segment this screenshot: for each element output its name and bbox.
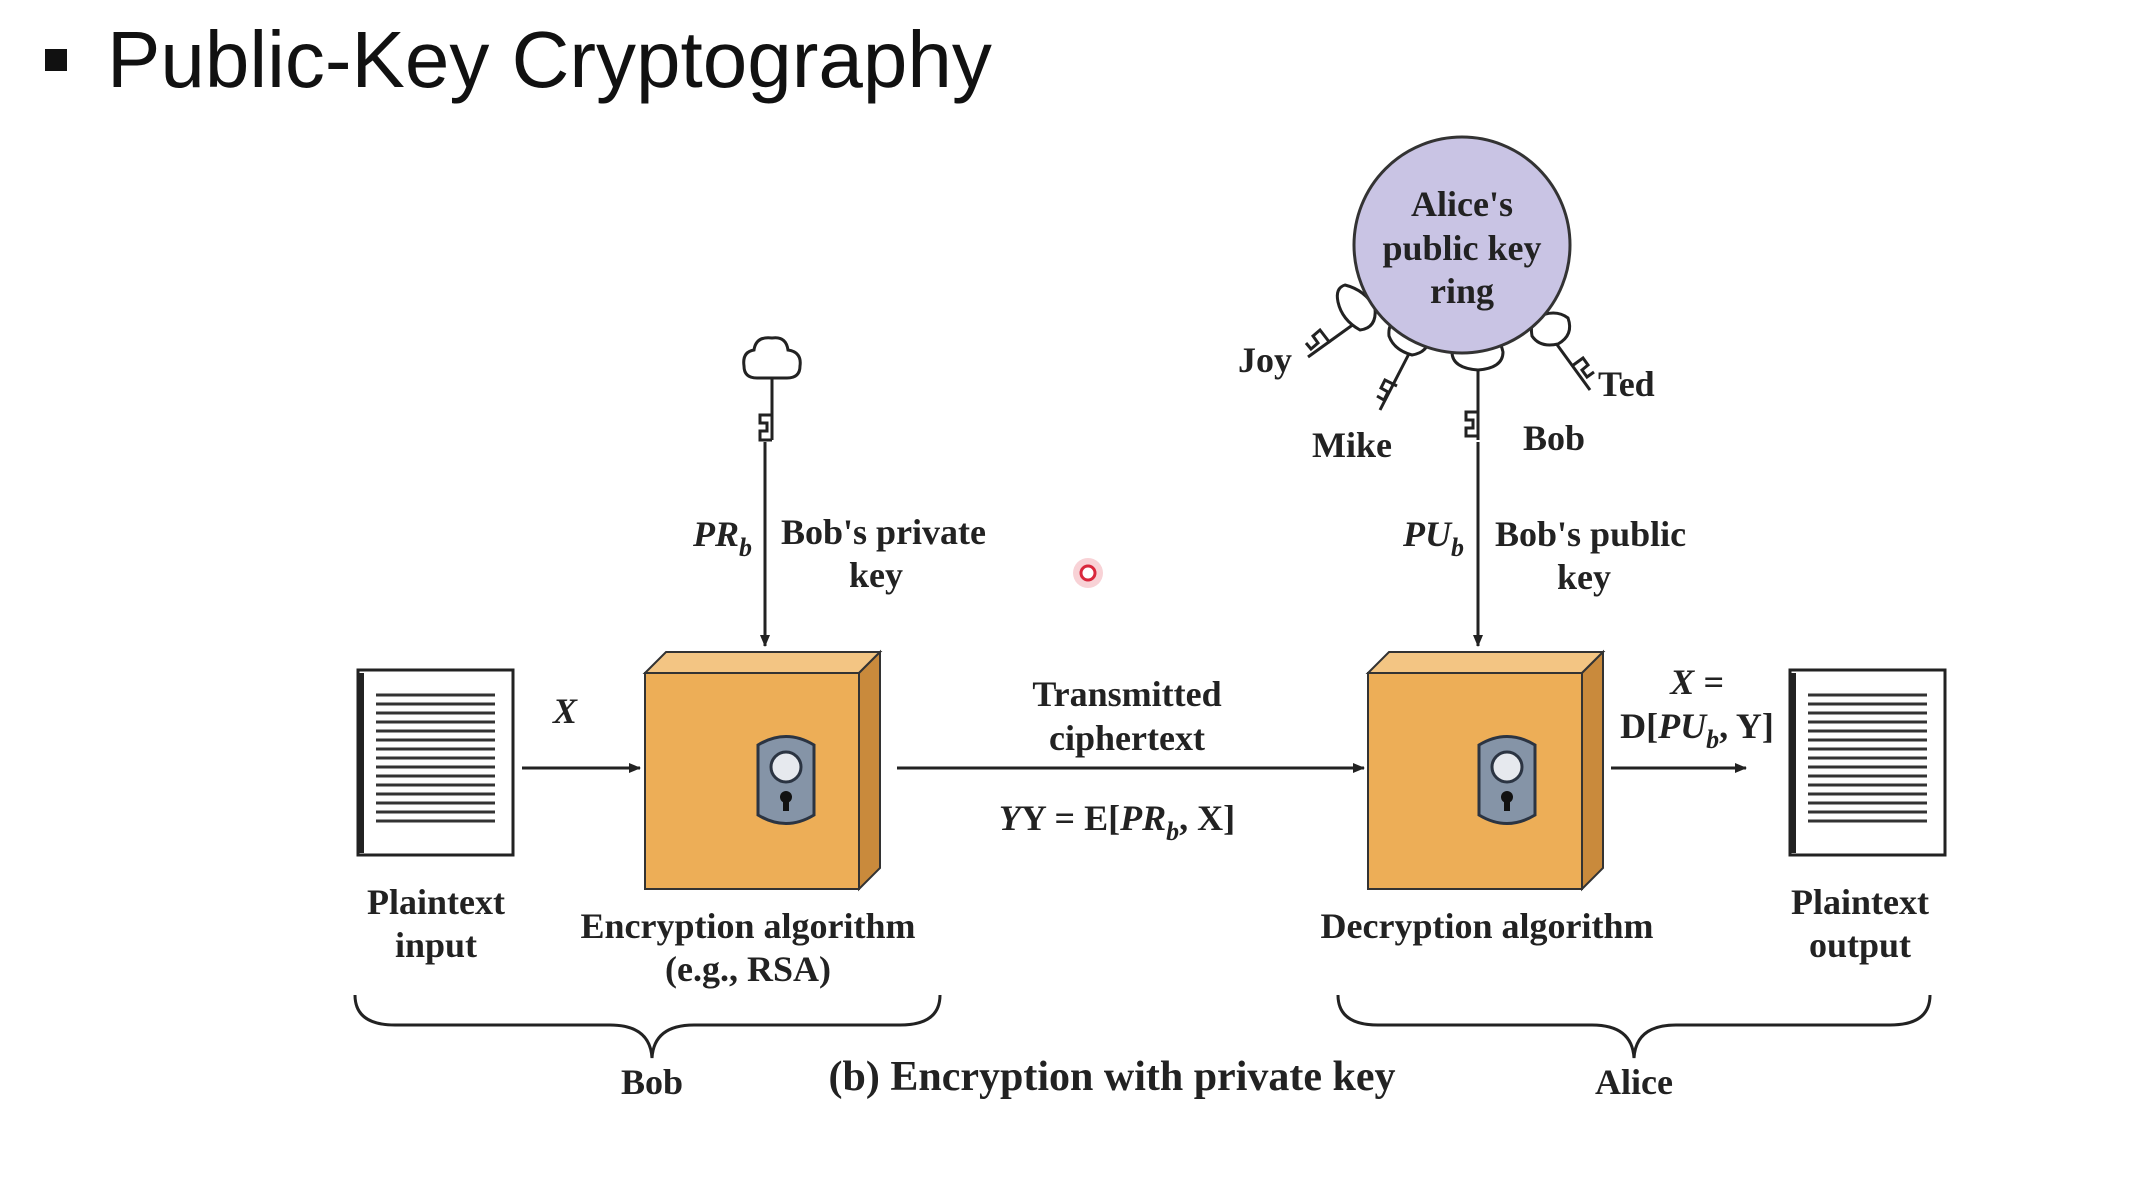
decryption-algorithm-box: [1365, 649, 1606, 892]
key-mike-label: Mike: [1312, 425, 1392, 465]
public-key-symbol: PUb: [1402, 514, 1464, 562]
key-joy-label: Joy: [1238, 340, 1292, 380]
key-ring-label-line2: public key: [1382, 228, 1541, 268]
bob-brace: [353, 994, 942, 1059]
plaintext-x-label: X: [552, 691, 578, 731]
public-key-desc-line2: key: [1557, 557, 1611, 597]
transmitted-label-line2: ciphertext: [1049, 718, 1205, 758]
plaintext-input-label-line2: input: [395, 925, 477, 965]
bob-group-label: Bob: [621, 1062, 683, 1102]
private-key-icon: [742, 336, 802, 442]
title-text: Public-Key Cryptography: [107, 15, 992, 104]
decryption-label: Decryption algorithm: [1321, 906, 1654, 946]
private-key-desc-line1: Bob's private: [781, 512, 986, 552]
alice-brace: [1336, 994, 1932, 1059]
encryption-label-line2: (e.g., RSA): [665, 949, 831, 989]
figure-caption: (b) Encryption with private key: [829, 1054, 1396, 1100]
plaintext-output-label-line1: Plaintext: [1791, 882, 1929, 922]
plaintext-output-document-icon: [1788, 668, 1947, 857]
lock-icon: [1477, 735, 1537, 825]
key-ring-label-line3: ring: [1430, 271, 1494, 311]
bullet-square-icon: [45, 49, 67, 71]
plaintext-input-label-line1: Plaintext: [367, 882, 505, 922]
encryption-algorithm-box: [642, 649, 883, 892]
key-ring-label-line1: Alice's: [1411, 184, 1513, 224]
public-key-ring: [1304, 135, 1595, 440]
key-bob-label: Bob: [1523, 418, 1585, 458]
output-formula-line2: D[PUb, Y]: [1620, 706, 1774, 754]
alice-group-label: Alice: [1595, 1062, 1673, 1102]
pointer-indicator-icon: [1073, 558, 1103, 588]
lock-icon: [756, 735, 816, 825]
ciphertext-formula: YY = E[PRb, X]: [999, 798, 1235, 846]
public-key-desc-line1: Bob's public: [1495, 514, 1686, 554]
encryption-label-line1: Encryption algorithm: [580, 906, 915, 946]
slide-title: Public-Key Cryptography: [45, 10, 992, 110]
output-formula-line1: X =: [1669, 662, 1724, 702]
private-key-symbol: PRb: [692, 514, 752, 562]
plaintext-output-label-line2: output: [1809, 925, 1911, 965]
transmitted-label-line1: Transmitted: [1032, 674, 1221, 714]
plaintext-input-document-icon: [356, 668, 515, 857]
key-ted-label: Ted: [1598, 364, 1655, 404]
private-key-desc-line2: key: [849, 555, 903, 595]
